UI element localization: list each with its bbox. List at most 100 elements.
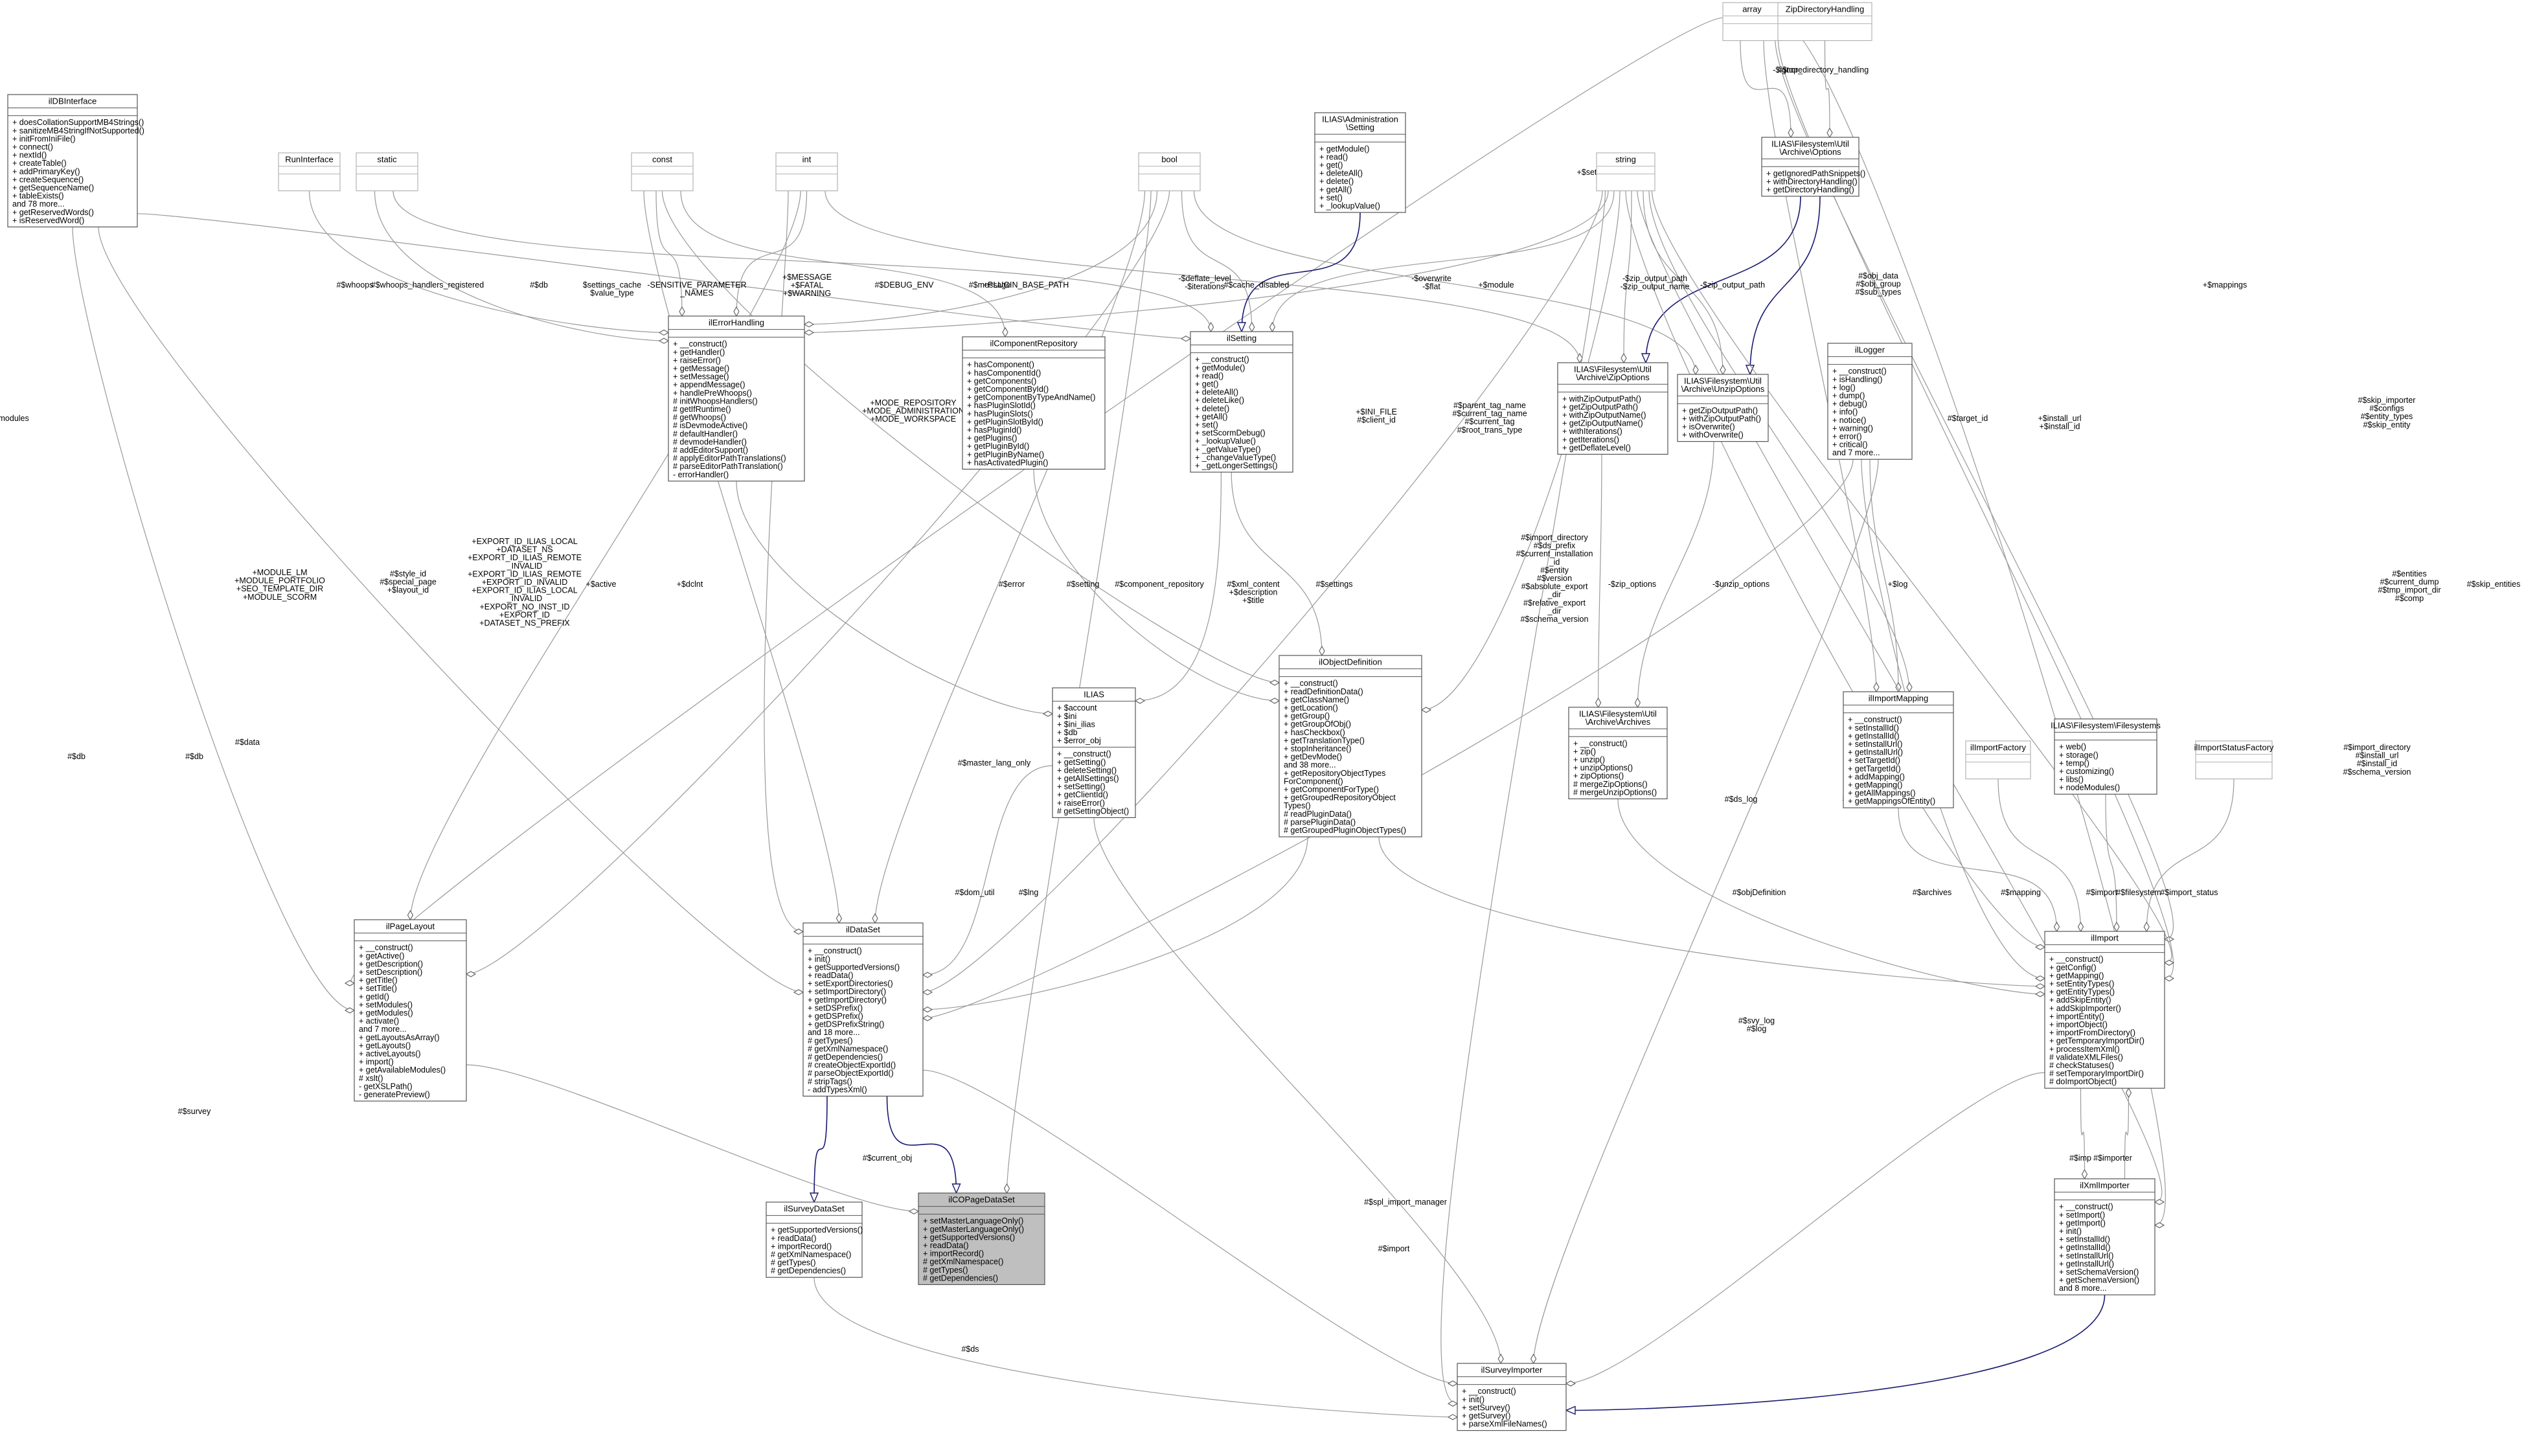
edge-label-line: +DATASET_NS bbox=[496, 545, 552, 554]
edge-label-line: +MODULE_PORTFOLIO bbox=[234, 576, 325, 586]
class-method: + getTranslationType() bbox=[1284, 736, 1365, 745]
edge-label-line: -$zip_output_path bbox=[1622, 274, 1687, 283]
class-name: ilImportFactory bbox=[1970, 743, 2026, 753]
dependency-edge bbox=[1740, 40, 1791, 137]
edge-label-line: #$ds_prefix bbox=[1534, 541, 1576, 551]
class-box-errh[interactable]: ilErrorHandling+ __construct()+ getHandl… bbox=[668, 315, 805, 482]
class-box-comprepo[interactable]: ilComponentRepository+ hasComponent()+ h… bbox=[962, 336, 1106, 470]
edge-label-line: #$importer bbox=[2093, 1154, 2132, 1163]
class-box-survds[interactable]: ilSurveyDataSet+ getSupportedVersions()+… bbox=[766, 1201, 863, 1278]
class-box-copage[interactable]: ilCOPageDataSet+ setMasterLanguageOnly()… bbox=[918, 1192, 1045, 1285]
class-box-static[interactable]: static bbox=[356, 152, 418, 192]
class-box-import[interactable]: ilImport+ __construct()+ getConfig()+ ge… bbox=[2044, 931, 2165, 1089]
edge-label: +$mappings bbox=[2203, 280, 2247, 290]
dependency-edge bbox=[1093, 817, 1501, 1363]
edge-label-line: +MODE_REPOSITORY bbox=[870, 398, 957, 407]
class-box-ilsetting[interactable]: ilSetting+ __construct()+ getModule()+ r… bbox=[1190, 331, 1293, 473]
edge-label-line: #$import_status bbox=[2161, 888, 2218, 897]
class-box-const[interactable]: const bbox=[631, 152, 694, 192]
class-box-survimp[interactable]: ilSurveyImporter+ __construct()+ init()+… bbox=[1457, 1363, 1567, 1431]
edge-label-line: #$filesystem bbox=[2116, 888, 2161, 897]
class-method: + __construct() bbox=[1462, 1387, 1516, 1396]
class-method: + log() bbox=[1832, 383, 1856, 392]
dependency-edge bbox=[1534, 459, 1879, 1363]
class-name: int bbox=[802, 155, 812, 165]
class-method: + readDefinitionData() bbox=[1284, 687, 1363, 696]
class-box-int[interactable]: int bbox=[775, 152, 838, 192]
class-method: ForComponent() bbox=[1284, 777, 1343, 786]
dependency-edge bbox=[2080, 1088, 2085, 1179]
class-method: + getAvailableModules() bbox=[359, 1065, 446, 1075]
class-method: + activate() bbox=[359, 1017, 399, 1026]
edge-label-line: #$tmp_import_dir bbox=[2378, 586, 2440, 595]
classes-layer: array ZipDirectoryHandlingILIAS\Filesyste… bbox=[7, 2, 2274, 1431]
class-method: # mergeUnzipOptions() bbox=[1573, 788, 1657, 797]
edge-label-line: #$current_tag bbox=[1464, 417, 1514, 426]
edge-label: #$data bbox=[235, 738, 260, 747]
dependency-edge bbox=[922, 1069, 1457, 1383]
class-name: array bbox=[1742, 5, 1762, 14]
class-box-xmlimp[interactable]: ilXmlImporter+ __construct()+ setImport(… bbox=[2054, 1178, 2156, 1295]
class-frame bbox=[1827, 343, 1913, 460]
dependency-edge bbox=[2146, 779, 2235, 931]
class-method: + hasPluginId() bbox=[967, 426, 1021, 435]
class-box-ilias[interactable]: ILIAS+ $account+ $ini+ $ini_ilias+ $db+ … bbox=[1052, 687, 1136, 818]
dependency-edge bbox=[1780, 21, 2166, 1225]
edge-label-line: #$archives bbox=[1913, 888, 1951, 897]
class-method: + info() bbox=[1832, 407, 1858, 416]
edge-label-line: +MODE_ADMINISTRATION bbox=[862, 407, 964, 416]
edge-label-line: -$deflate_level bbox=[1178, 274, 1231, 283]
class-box-bool[interactable]: bool bbox=[1138, 152, 1201, 192]
class-box-archives[interactable]: ILIAS\Filesystem\Util\Archive\Archives+ … bbox=[1568, 707, 1668, 799]
edge-label-line: #$configs bbox=[2369, 404, 2404, 413]
dependency-edge bbox=[923, 765, 1053, 975]
class-method: + withZipOutputPath() bbox=[1682, 414, 1761, 423]
class-frame bbox=[2054, 718, 2157, 795]
inheritance-edge bbox=[814, 1096, 828, 1202]
class-box-admset[interactable]: ILIAS\Administration\Setting+ getModule(… bbox=[1314, 112, 1406, 213]
class-method: + getDescription() bbox=[359, 959, 423, 968]
class-box-impfac[interactable]: ilImportFactory bbox=[1965, 740, 2031, 780]
edge-label-line: #$target_id bbox=[1948, 414, 1988, 423]
class-box-impmap[interactable]: ilImportMapping+ __construct()+ setInsta… bbox=[1843, 691, 1954, 808]
edge-label-line: #$import_directory bbox=[2343, 743, 2411, 752]
class-method: + getSupportedVersions() bbox=[808, 962, 900, 972]
edge-label: -$unzip_options bbox=[1712, 580, 1769, 589]
class-frame bbox=[356, 152, 418, 192]
edge-label-line: #$error bbox=[999, 580, 1025, 589]
dependency-edge bbox=[661, 190, 1280, 683]
class-box-impstat[interactable]: ilImportStatusFactory bbox=[2194, 740, 2274, 780]
class-box-pagelayout[interactable]: ilPageLayout+ __construct()+ getActive()… bbox=[354, 919, 467, 1102]
class-box-archopt[interactable]: ILIAS\Filesystem\Util\Archive\Options+ g… bbox=[1761, 137, 1865, 197]
edge-label: #$mapping bbox=[2001, 888, 2041, 897]
class-method: + setSetting() bbox=[1057, 782, 1106, 791]
class-box-unzipopt[interactable]: ILIAS\Filesystem\Util\Archive\UnzipOptio… bbox=[1677, 374, 1769, 442]
dependency-edge bbox=[655, 190, 682, 316]
class-method: + setTitle() bbox=[359, 984, 397, 993]
class-frame bbox=[668, 315, 805, 482]
class-method: - addTypesXml() bbox=[808, 1085, 867, 1094]
class-box-zipdir[interactable]: ZipDirectoryHandling bbox=[1777, 2, 1872, 41]
edge-label: #$ds_log bbox=[1725, 795, 1758, 804]
class-frame bbox=[1777, 2, 1872, 41]
class-box-string[interactable]: string bbox=[1596, 152, 1655, 192]
edge-label: +$MESSAGE+$FATAL+$WARNING bbox=[782, 273, 832, 298]
class-box-runint[interactable]: RunInterface bbox=[278, 152, 341, 192]
class-box-dbint[interactable]: ilDBInterface+ doesCollationSupportMB4St… bbox=[7, 94, 144, 227]
class-method: + setInstallUrl() bbox=[1848, 740, 1902, 749]
class-box-objdef[interactable]: ilObjectDefinition+ __construct()+ readD… bbox=[1279, 655, 1422, 837]
dependency-edge bbox=[466, 1064, 918, 1211]
dependency-edge bbox=[875, 190, 1146, 923]
class-method: + getTemporaryImportDir() bbox=[2049, 1036, 2144, 1045]
class-method: + raiseError() bbox=[673, 356, 721, 365]
dependency-edge bbox=[72, 227, 354, 1010]
class-box-dataset[interactable]: ilDataSet+ __construct()+ init()+ getSup… bbox=[802, 922, 924, 1097]
class-box-logger[interactable]: ilLogger+ __construct()+ isHandling()+ l… bbox=[1827, 343, 1913, 460]
class-box-fsfs[interactable]: ILIAS\Filesystem\Filesystems+ web()+ sto… bbox=[2051, 718, 2161, 795]
class-frame bbox=[1138, 152, 1201, 192]
dependency-edge bbox=[1824, 40, 1830, 137]
class-method: + readData() bbox=[808, 971, 854, 980]
class-box-array[interactable]: array bbox=[1722, 2, 1782, 41]
class-box-zipopt[interactable]: ILIAS\Filesystem\Util\Archive\ZipOptions… bbox=[1557, 362, 1668, 455]
edge-label: #$spl_import_manager bbox=[1364, 1198, 1447, 1207]
